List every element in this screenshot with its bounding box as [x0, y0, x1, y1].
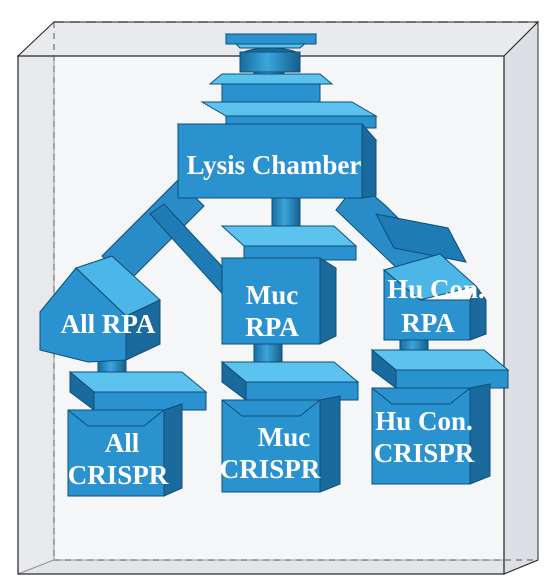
- lysis-body-side: [361, 122, 377, 199]
- muc-crispr-plate: [220, 360, 360, 401]
- inlet-base-top: [208, 73, 334, 85]
- muc-rpa-plate-top: [220, 225, 358, 247]
- hu-rpa-chamber: Hu Con. RPA: [382, 253, 487, 341]
- hu-rpa-label-line1: Hu Con.: [387, 274, 485, 304]
- all-crispr-label-line2: CRISPR: [68, 460, 169, 490]
- hu-crispr-plate: [370, 348, 510, 389]
- hu-crispr-body-front: [371, 387, 471, 485]
- all-crispr-chamber: All CRISPR: [67, 403, 183, 497]
- lysis-body-front: [177, 123, 363, 199]
- inlet-throat-body: [239, 51, 301, 73]
- all-rpa-label: All RPA: [61, 309, 156, 339]
- muc-rpa-body-front: [221, 257, 321, 345]
- muc-rpa-body-side: [319, 257, 337, 345]
- muc-crispr-label-line1: Muc: [258, 422, 311, 452]
- hu-rpa-body-side: [469, 284, 487, 341]
- lysis-plate-top: [200, 101, 378, 117]
- all-crispr-plate: [68, 370, 208, 411]
- all-rpa-body-side: [125, 299, 161, 361]
- hu-crispr-bevel: [371, 387, 471, 405]
- hu-rpa-label-line2: RPA: [401, 308, 455, 338]
- muc-rpa-label-line2: RPA: [245, 312, 299, 342]
- muc-crispr-bevel: [221, 399, 321, 417]
- all-rpa-chamber: All RPA: [39, 255, 161, 363]
- muc-rpa-label-line1: Muc: [246, 280, 299, 310]
- all-crispr-bevel: [67, 409, 165, 427]
- muc-crispr-label-line2: CRISPR: [220, 454, 321, 484]
- right-valve-plate: [375, 213, 467, 263]
- hu-crispr-label-line2: CRISPR: [374, 438, 475, 468]
- muc-crispr-plate-front: [245, 381, 359, 401]
- channel-lysis-to-muc-rpa: [271, 195, 301, 231]
- inlet-reservoir: [208, 33, 334, 103]
- hu-crispr-body-side: [469, 383, 491, 485]
- hu-crispr-label-line1: Hu Con.: [375, 406, 473, 436]
- all-crispr-plate-front: [93, 391, 207, 411]
- muc-crispr-chamber: Muc CRISPR: [220, 395, 341, 493]
- muc-crispr-body-side: [319, 395, 341, 493]
- inlet-cap-front: [225, 33, 317, 45]
- all-crispr-body-side: [163, 403, 183, 497]
- lysis-chamber: Lysis Chamber: [176, 101, 378, 199]
- muc-crispr-body-front: [221, 399, 321, 493]
- hu-crispr-chamber: Hu Con. CRISPR: [371, 383, 491, 485]
- all-crispr-label-line1: All: [105, 428, 140, 458]
- hu-crispr-plate-front: [395, 369, 509, 389]
- inlet-base-front: [221, 83, 321, 103]
- lysis-chamber-label: Lysis Chamber: [187, 150, 362, 180]
- enclosure-right-face: [503, 20, 539, 575]
- muc-rpa-chamber: Muc RPA: [220, 225, 358, 345]
